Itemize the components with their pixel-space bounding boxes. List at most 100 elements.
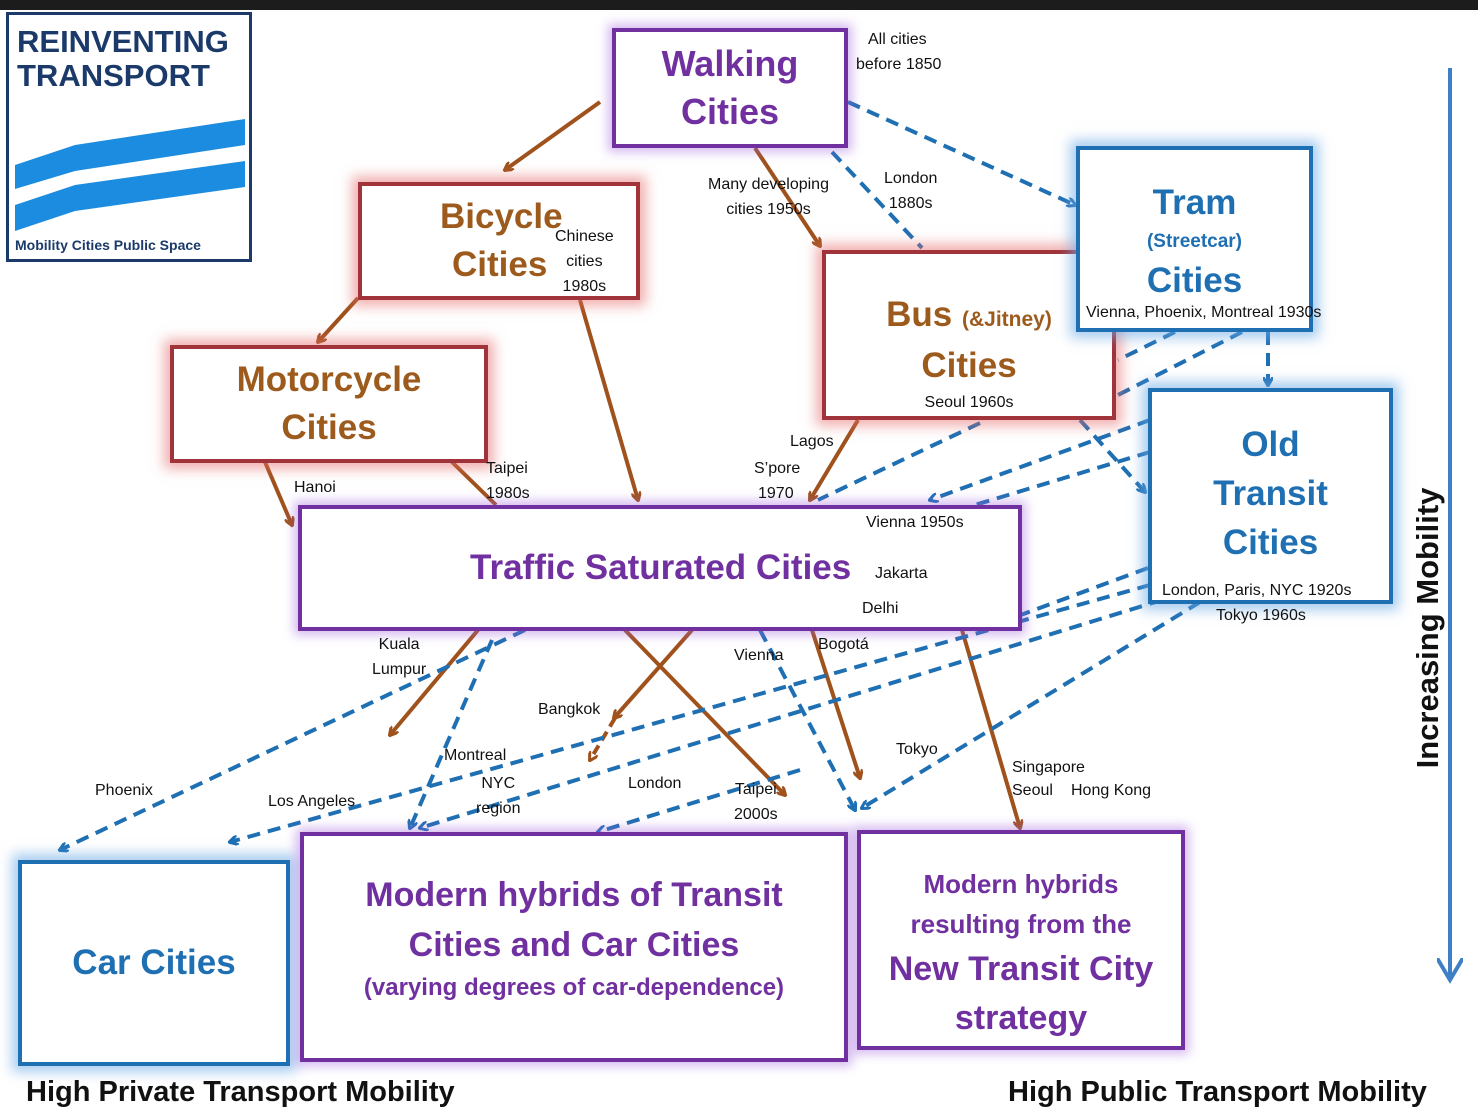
label-montreal: Montreal: [444, 747, 507, 764]
label-many-developing-line2: cities 1950s: [726, 201, 811, 218]
arrow-tram-dash-2: [1117, 330, 1243, 397]
node-bus-cities: Bus (&Jitney) Cities Seoul 1960s: [822, 250, 1116, 420]
label-chinese-line3: 1980s: [562, 278, 607, 295]
label-kuala-line2: Lumpur: [372, 661, 427, 678]
node-traffic-title: Traffic Saturated Cities: [470, 548, 852, 587]
label-taipei-2000s-line1: Taipei: [734, 781, 777, 798]
label-all-cities-line1: All cities: [868, 31, 927, 48]
label-all-cities: All cities before 1850: [856, 27, 941, 77]
footer-public-mobility: High Public Transport Mobility: [1008, 1076, 1427, 1108]
node-modern-hybrids: Modern hybrids of Transit Cities and Car…: [300, 832, 848, 1062]
node-new-transit-line2: resulting from the: [910, 909, 1132, 939]
node-bicycle-line1: Bicycle: [440, 197, 563, 236]
node-walking-cities: Walking Cities: [612, 28, 848, 148]
node-modern-hybrids-line2: Cities and Car Cities: [408, 926, 740, 964]
logo-line-1: REINVENTING: [17, 24, 229, 59]
label-tokyo-1960s: Tokyo 1960s: [1216, 607, 1306, 624]
label-taipei-1980s-line1: Taipei: [486, 460, 528, 477]
label-nyc-line2: region: [476, 800, 521, 817]
node-old-transit-line1: Old: [1241, 425, 1300, 464]
label-bangkok: Bangkok: [538, 701, 601, 718]
arrow-bicycle-to-traffic: [578, 299, 638, 500]
label-nyc-region: NYC region: [476, 771, 520, 821]
label-spore-year: 1970: [758, 485, 794, 502]
arrow-bus-to-traffic-dashed: [817, 421, 981, 502]
arrow-old-transit-to-tokyo: [862, 600, 1202, 808]
node-tram-cities: Tram (Streetcar) Cities: [1076, 146, 1313, 332]
node-bus-suffix: (&Jitney): [962, 308, 1052, 331]
node-bus-title: Bus: [886, 295, 953, 334]
label-taipei-1980s: Taipei 1980s: [486, 456, 530, 506]
label-los-angeles: Los Angeles: [268, 793, 356, 810]
label-tram-note: Vienna, Phoenix, Montreal 1930s: [1086, 304, 1322, 321]
label-many-developing-line1: Many developing: [708, 176, 829, 193]
arrow-tram-dash-1: [1117, 330, 1176, 362]
node-new-transit-line4: strategy: [954, 999, 1088, 1037]
label-all-cities-line2: before 1850: [856, 56, 942, 73]
arrow-traffic-to-vienna: [758, 629, 855, 810]
label-taipei-2000s-line2: 2000s: [734, 806, 778, 823]
node-modern-hybrids-line1: Modern hybrids of Transit: [365, 876, 783, 914]
node-tram-line1: Tram: [1152, 183, 1237, 222]
node-bicycle-line2: Cities: [452, 245, 548, 284]
arrow-traffic-to-montreal: [410, 639, 494, 828]
arrow-walking-to-bus: [753, 146, 820, 246]
arrow-bus-to-old-transit: [1078, 418, 1145, 492]
label-singapore: Singapore: [1012, 759, 1085, 776]
arrow-bus-to-traffic: [810, 418, 860, 500]
node-tram-line3: Cities: [1146, 261, 1243, 300]
label-tokyo: Tokyo: [896, 741, 938, 758]
logo-tagline: Mobility Cities Public Space: [15, 237, 201, 253]
label-seoul: Seoul: [1012, 782, 1053, 799]
label-spore: S’pore: [754, 460, 801, 477]
node-walking-line1: Walking: [661, 43, 799, 84]
node-old-transit-line3: Cities: [1222, 523, 1319, 562]
label-hanoi: Hanoi: [294, 479, 336, 496]
label-bogota: Bogotá: [818, 636, 869, 653]
node-motorcycle-line1: Motorcycle: [236, 360, 422, 399]
arrow-traffic-to-london: [598, 768, 801, 832]
label-delhi: Delhi: [862, 600, 899, 617]
arrow-bicycle-to-motorcycle: [318, 296, 360, 342]
arrow-traffic-to-new-transit: [960, 629, 1020, 828]
label-nyc-line1: NYC: [481, 775, 516, 792]
label-jakarta: Jakarta: [875, 565, 928, 582]
node-new-transit-line1: Modern hybrids: [923, 869, 1119, 899]
label-london-1880s-line1: London: [884, 170, 938, 187]
node-motorcycle-line2: Cities: [281, 408, 377, 447]
label-many-developing: Many developing cities 1950s: [708, 172, 829, 222]
node-bicycle-cities: Bicycle Cities: [358, 182, 640, 300]
label-london-1880s-line2: 1880s: [888, 195, 933, 212]
arrow-motorcycle-to-traffic-taipei: [450, 460, 498, 507]
arrow-walking-to-bicycle: [505, 100, 602, 170]
label-lagos: Lagos: [790, 433, 834, 450]
arrow-walking-to-tram: [847, 100, 1075, 205]
node-modern-hybrids-line3: (varying degrees of car-dependence): [363, 974, 785, 1001]
label-london: London: [628, 775, 682, 792]
logo-waves-icon: [15, 119, 245, 231]
node-old-transit-line2: Transit: [1213, 474, 1328, 513]
node-old-transit-cities: Old Transit Cities: [1148, 388, 1393, 604]
label-vienna-1950s: Vienna 1950s: [866, 514, 964, 531]
arrow-old-transit-to-modern-hybrids: [420, 598, 1163, 828]
arrow-traffic-to-kuala-lumpur: [390, 628, 480, 735]
arrow-motorcycle-to-traffic-hanoi: [263, 461, 292, 525]
arrow-traffic-to-car-cities: [60, 628, 526, 850]
label-phoenix: Phoenix: [95, 782, 153, 799]
increasing-mobility-label: Increasing Mobility: [1410, 487, 1445, 769]
label-chinese-line1: Chinese: [555, 228, 614, 245]
label-chinese-cities: Chinese cities 1980s: [555, 224, 614, 299]
node-tram-line2: (Streetcar): [1146, 231, 1243, 252]
arrow-traffic-to-bogota: [810, 629, 860, 778]
label-london-1880s: London 1880s: [884, 166, 937, 216]
label-chinese-line2: cities: [566, 253, 603, 270]
label-taipei-2000s: Taipei 2000s: [734, 777, 778, 827]
arrow-traffic-to-bangkok: [614, 628, 694, 718]
reinventing-transport-logo: REINVENTING TRANSPORT Mobility Cities Pu…: [6, 12, 252, 262]
node-motorcycle-cities: Motorcycle Cities: [170, 345, 488, 463]
private-transport-arrows: [263, 100, 1020, 828]
node-car-title: Car Cities: [72, 943, 236, 982]
logo-line-2: TRANSPORT: [17, 58, 210, 93]
node-walking-line2: Cities: [680, 91, 780, 132]
label-singapore-1970: S’pore 1970: [754, 456, 800, 506]
